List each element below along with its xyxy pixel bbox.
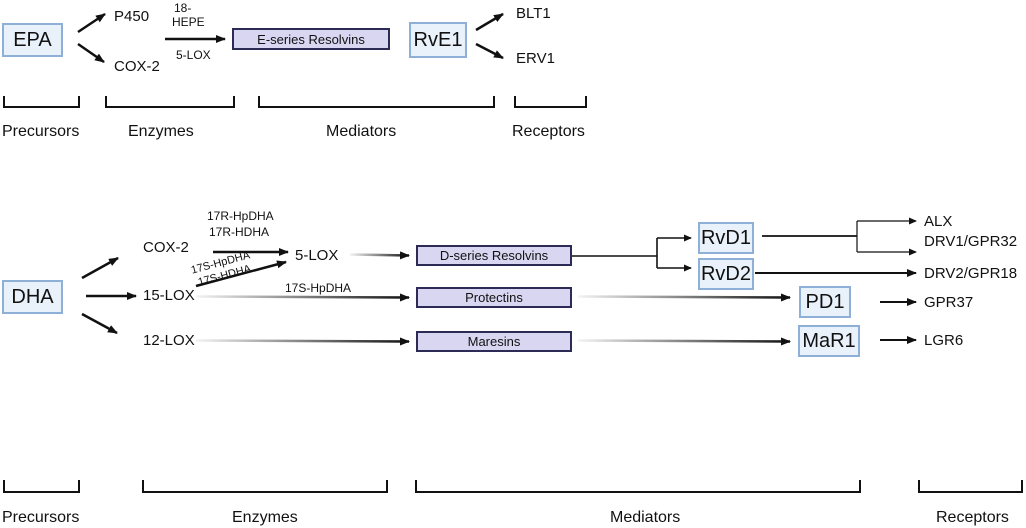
arrow-epa-cox2 (77, 42, 105, 64)
node-protectins: Protectins (416, 287, 572, 308)
arrow-15lox-protectins (195, 293, 410, 302)
bracket-dha-precursors (3, 480, 80, 493)
arrow-15lox-5lox (195, 260, 287, 288)
category-epa-mediators: Mediators (326, 123, 397, 140)
bracket-epa-enzymes (105, 96, 235, 108)
bracket-epa-receptors (514, 96, 587, 108)
bracket-dha-enzymes (142, 480, 388, 493)
arrow-12lox-maresins (195, 337, 410, 346)
label-lgr6: LGR6 (924, 332, 964, 349)
category-epa-receptors: Receptors (512, 123, 585, 140)
bracket-epa-mediators (258, 96, 495, 108)
node-pd1: PD1 (799, 286, 851, 318)
label-17r-hpdha: 17R-HpDHA (207, 209, 274, 223)
label-17s-hpdha: 17S-HpDHA (285, 281, 352, 295)
node-dha: DHA (2, 280, 63, 314)
label-drv2-gpr18: DRV2/GPR18 (924, 265, 1018, 282)
category-dha-receptors: Receptors (936, 509, 1009, 526)
category-dha-precursors: Precursors (2, 509, 80, 526)
bracket-dha-mediators (415, 480, 861, 493)
node-rvd2: RvD2 (698, 258, 754, 290)
label-epa-cox2: COX-2 (114, 58, 160, 75)
label-gpr37: GPR37 (924, 294, 974, 311)
node-d-series-resolvins: D-series Resolvins (416, 245, 572, 266)
arrow-rve1-erv1 (475, 42, 504, 60)
label-p450: P450 (114, 8, 150, 25)
node-rve1: RvE1 (409, 22, 467, 58)
bracket-epa-precursors (3, 96, 80, 108)
arrow-maresins-mar1 (577, 337, 791, 346)
label-dha-5lox: 5-LOX (295, 247, 339, 264)
label-blt1: BLT1 (516, 5, 551, 22)
label-epa-5lox: 5-LOX (176, 48, 211, 62)
arrow-protectins-pd1 (577, 293, 791, 302)
label-alx: ALX (924, 213, 953, 230)
node-e-series-resolvins: E-series Resolvins (232, 28, 390, 50)
label-18-hepe-line1: 18- (174, 1, 192, 15)
label-dha-15lox: 15-LOX (143, 287, 195, 304)
category-dha-enzymes: Enzymes (232, 509, 298, 526)
label-17r-hdha: 17R-HDHA (209, 225, 270, 239)
bracket-dha-receptors (918, 480, 1023, 493)
arrow-rve1-blt1 (475, 12, 504, 32)
label-18-hepe-line2: HEPE (172, 15, 205, 29)
arrow-dha-12lox (81, 312, 118, 335)
category-epa-enzymes: Enzymes (128, 123, 194, 140)
node-rvd1: RvD1 (698, 222, 754, 254)
label-dha-12lox: 12-LOX (143, 332, 195, 349)
label-dha-cox2: COX-2 (143, 239, 189, 256)
arrow-dha-cox2 (81, 256, 119, 280)
label-erv1: ERV1 (516, 50, 555, 67)
node-maresins: Maresins (416, 331, 572, 352)
category-epa-precursors: Precursors (2, 123, 80, 140)
node-mar1: MaR1 (798, 325, 860, 357)
arrow-5lox-dseries (349, 251, 410, 260)
label-drv1-gpr32: DRV1/GPR32 (924, 233, 1018, 250)
node-epa: EPA (2, 23, 63, 57)
category-dha-mediators: Mediators (610, 509, 681, 526)
arrow-epa-p450 (77, 12, 106, 34)
